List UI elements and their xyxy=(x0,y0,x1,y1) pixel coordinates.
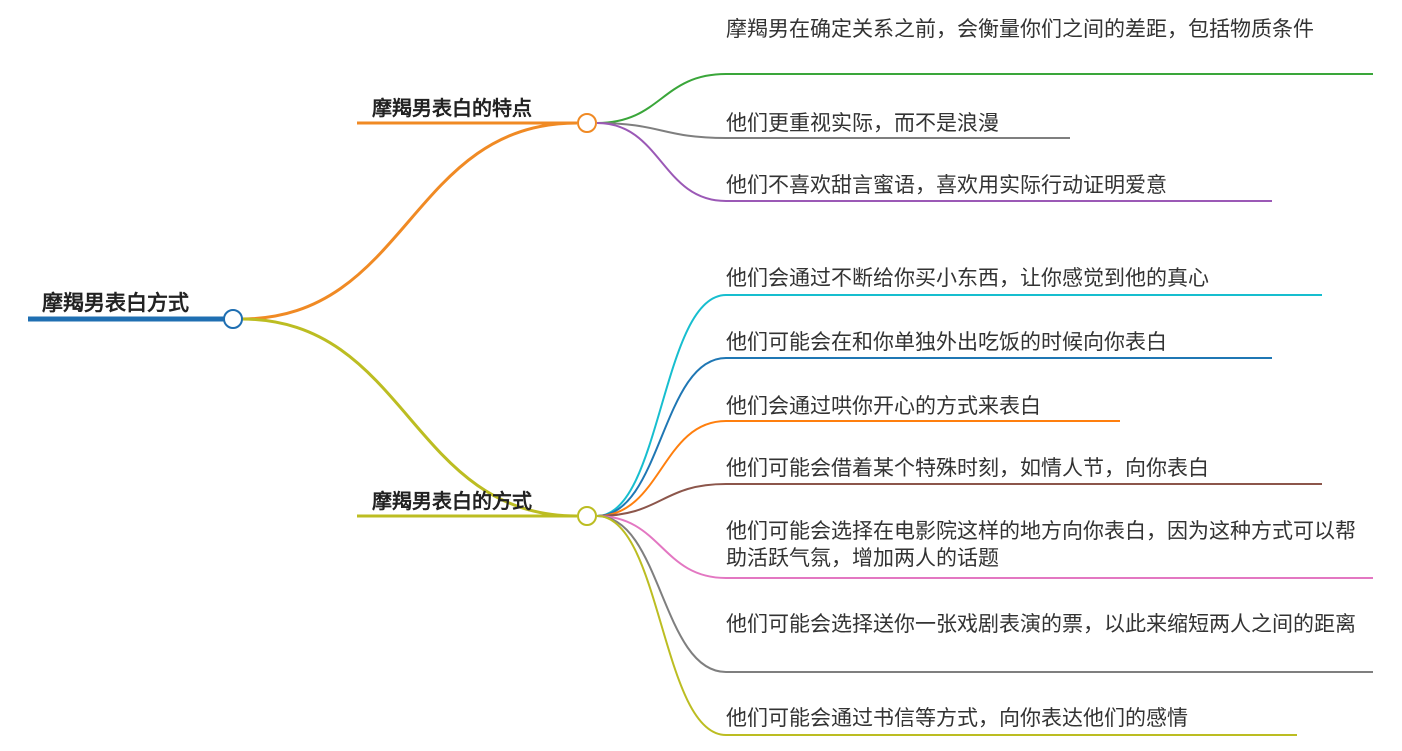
leaf-link-1-6 xyxy=(596,515,1297,736)
branch-node-label-0: 摩羯男表白的特点 xyxy=(372,96,532,120)
leaf-link-0-2 xyxy=(596,122,1272,202)
leaf-label-1-5: 他们可能会选择送你一张戏剧表演的票，以此来缩短两人之间的距离 xyxy=(726,612,1356,636)
root-node-circle xyxy=(223,309,243,329)
leaf-link-1-2 xyxy=(596,420,1120,517)
leaf-label-1-2: 他们会通过哄你开心的方式来表白 xyxy=(726,394,1041,418)
leaf-link-0-1 xyxy=(596,122,1070,139)
leaf-label-0-1: 他们更重视实际，而不是浪漫 xyxy=(726,111,999,135)
leaf-label-1-6: 他们可能会通过书信等方式，向你表达他们的感情 xyxy=(726,706,1188,730)
leaf-link-1-3 xyxy=(596,483,1322,517)
leaf-label-1-1: 他们可能会在和你单独外出吃饭的时候向你表白 xyxy=(726,330,1167,354)
root-node-label: 摩羯男表白方式 xyxy=(42,291,189,315)
branch-node-circle-0 xyxy=(577,113,597,133)
leaf-label-1-3: 他们可能会借着某个特殊时刻，如情人节，向你表白 xyxy=(726,456,1209,480)
branch-node-circle-1 xyxy=(577,506,597,526)
leaf-label-1-0: 他们会通过不断给你买小东西，让你感觉到他的真心 xyxy=(726,266,1209,290)
root-to-branch-link-0 xyxy=(240,121,578,321)
leaf-link-1-1 xyxy=(596,357,1272,517)
leaf-label-1-4: 他们可能会选择在电影院这样的地方向你表白，因为这种方式可以帮助活跃气氛，增加两人… xyxy=(726,519,1356,571)
leaf-link-1-5 xyxy=(596,515,1373,673)
branch-node-label-1: 摩羯男表白的方式 xyxy=(372,489,532,513)
leaf-link-0-0 xyxy=(596,73,1373,124)
leaf-label-0-2: 他们不喜欢甜言蜜语，喜欢用实际行动证明爱意 xyxy=(726,173,1167,197)
leaf-link-1-4 xyxy=(596,515,1373,579)
leaf-label-0-0: 摩羯男在确定关系之前，会衡量你们之间的差距，包括物质条件 xyxy=(726,17,1314,41)
root-to-branch-link-1 xyxy=(240,317,578,518)
leaf-link-1-0 xyxy=(596,294,1322,517)
